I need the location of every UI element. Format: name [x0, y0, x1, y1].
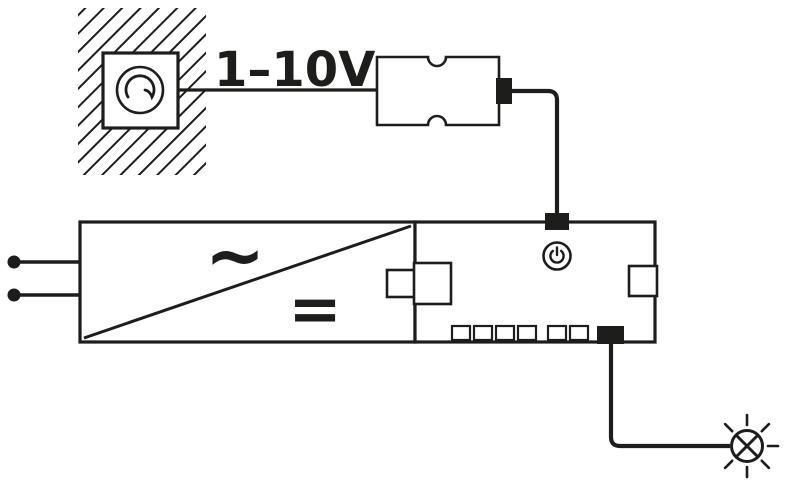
lamp-rays	[723, 413, 780, 479]
output-ports	[450, 324, 590, 342]
control-voltage-label: 1–10V	[214, 42, 375, 98]
mains-terminal-dot-top	[7, 255, 21, 269]
power-button-icon	[542, 241, 572, 271]
rotary-dimmer	[101, 51, 180, 130]
output-port	[494, 324, 516, 342]
output-port	[516, 324, 538, 342]
ac-symbol: ~	[205, 213, 265, 297]
dimmer-knob-icon	[115, 65, 165, 115]
signal-connector-plug	[496, 78, 512, 104]
output-port	[568, 324, 590, 342]
power-button-arc	[549, 249, 565, 264]
power-supply-box: ~ =	[78, 213, 417, 347]
dc-symbol: =	[288, 273, 342, 347]
lamp-circle	[730, 429, 764, 463]
driver-box	[385, 213, 659, 344]
mains-input	[7, 255, 80, 302]
power-button-ring	[542, 241, 572, 271]
lamp-cross-2	[734, 433, 760, 459]
signal-connector	[375, 55, 512, 127]
side-connector	[627, 264, 659, 298]
junction-plug-socket	[412, 261, 453, 306]
lamp-icon	[723, 413, 780, 479]
dimmer-arc-icon	[124, 74, 156, 101]
driver-outline	[413, 220, 657, 344]
output-port	[472, 324, 494, 342]
mains-terminal-dot-bottom	[7, 288, 21, 302]
output-port	[546, 324, 568, 342]
dimmer-input-connector	[545, 213, 569, 230]
wire-to-lamp	[608, 342, 730, 449]
wire-connector-to-driver	[512, 88, 560, 216]
lamp-output-connector	[597, 326, 624, 344]
signal-connector-body	[375, 55, 501, 127]
junction-plug-tab	[385, 268, 418, 299]
converter-diagonal	[83, 224, 412, 340]
output-port	[450, 324, 472, 342]
dimmer-housing	[101, 51, 180, 130]
